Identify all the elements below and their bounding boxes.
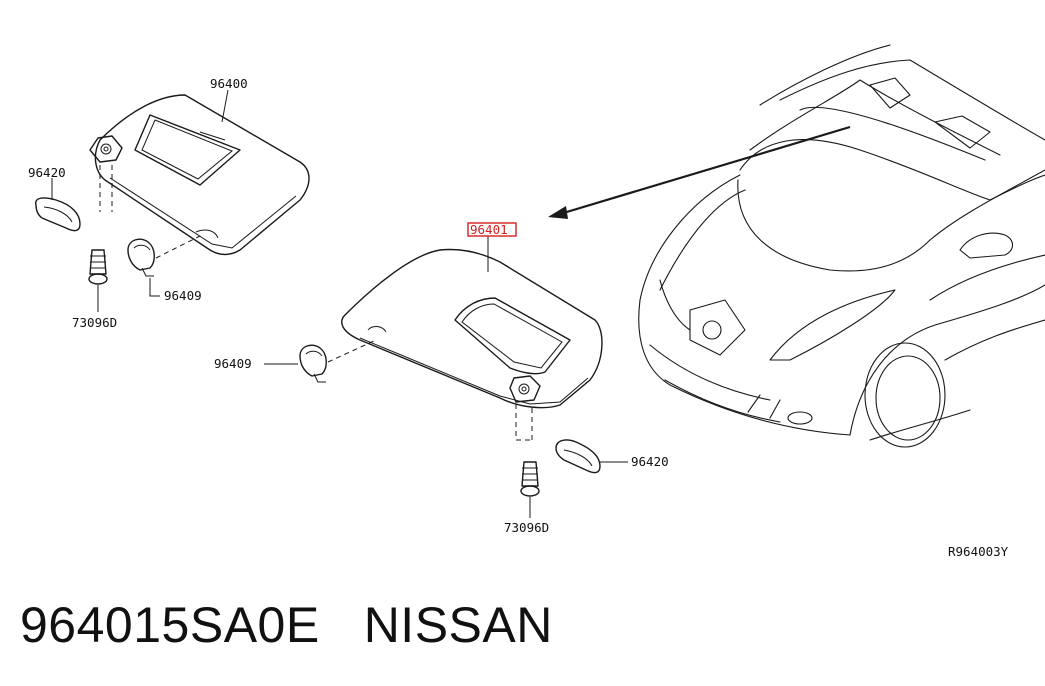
callout-label-96420-left: 96420	[28, 165, 66, 180]
screw-right	[520, 461, 540, 497]
highlight-box	[467, 222, 517, 237]
part-number: 964015SA0E	[20, 597, 320, 653]
callout-label-96401: 96401	[470, 222, 508, 237]
callout-label-96420-right: 96420	[631, 454, 669, 469]
callout-label-96409-left: 96409	[164, 288, 202, 303]
dash-guide	[99, 165, 113, 212]
callout-label-96400: 96400	[210, 76, 248, 91]
dash-guide	[155, 235, 201, 259]
vehicle-outline	[638, 44, 1045, 448]
callout-label-73096D-left: 73096D	[72, 315, 117, 330]
visor-pivot-right	[509, 375, 541, 403]
visor-holder-left	[35, 197, 81, 232]
brand-name: NISSAN	[363, 597, 553, 653]
sun-visor-left	[94, 94, 310, 256]
part-caption: 964015SA0E NISSAN	[20, 596, 553, 654]
visor-holder-right	[555, 439, 601, 474]
figure-code: R964003Y	[948, 544, 1009, 559]
dash-guide	[515, 404, 533, 441]
leader-line	[221, 89, 229, 123]
visor-clip-left	[127, 238, 155, 277]
visor-clip-right	[299, 344, 327, 383]
callout-label-73096D-right: 73096D	[504, 520, 549, 535]
parts-diagram: 96400 96420 73096D 96409 96401	[28, 44, 1045, 559]
sun-visor-right	[341, 248, 603, 409]
callout-label-96409-right: 96409	[214, 356, 252, 371]
visor-pivot-left	[89, 135, 123, 163]
location-arrow	[548, 125, 851, 219]
leader-line	[149, 278, 160, 297]
screw-left	[88, 249, 108, 285]
